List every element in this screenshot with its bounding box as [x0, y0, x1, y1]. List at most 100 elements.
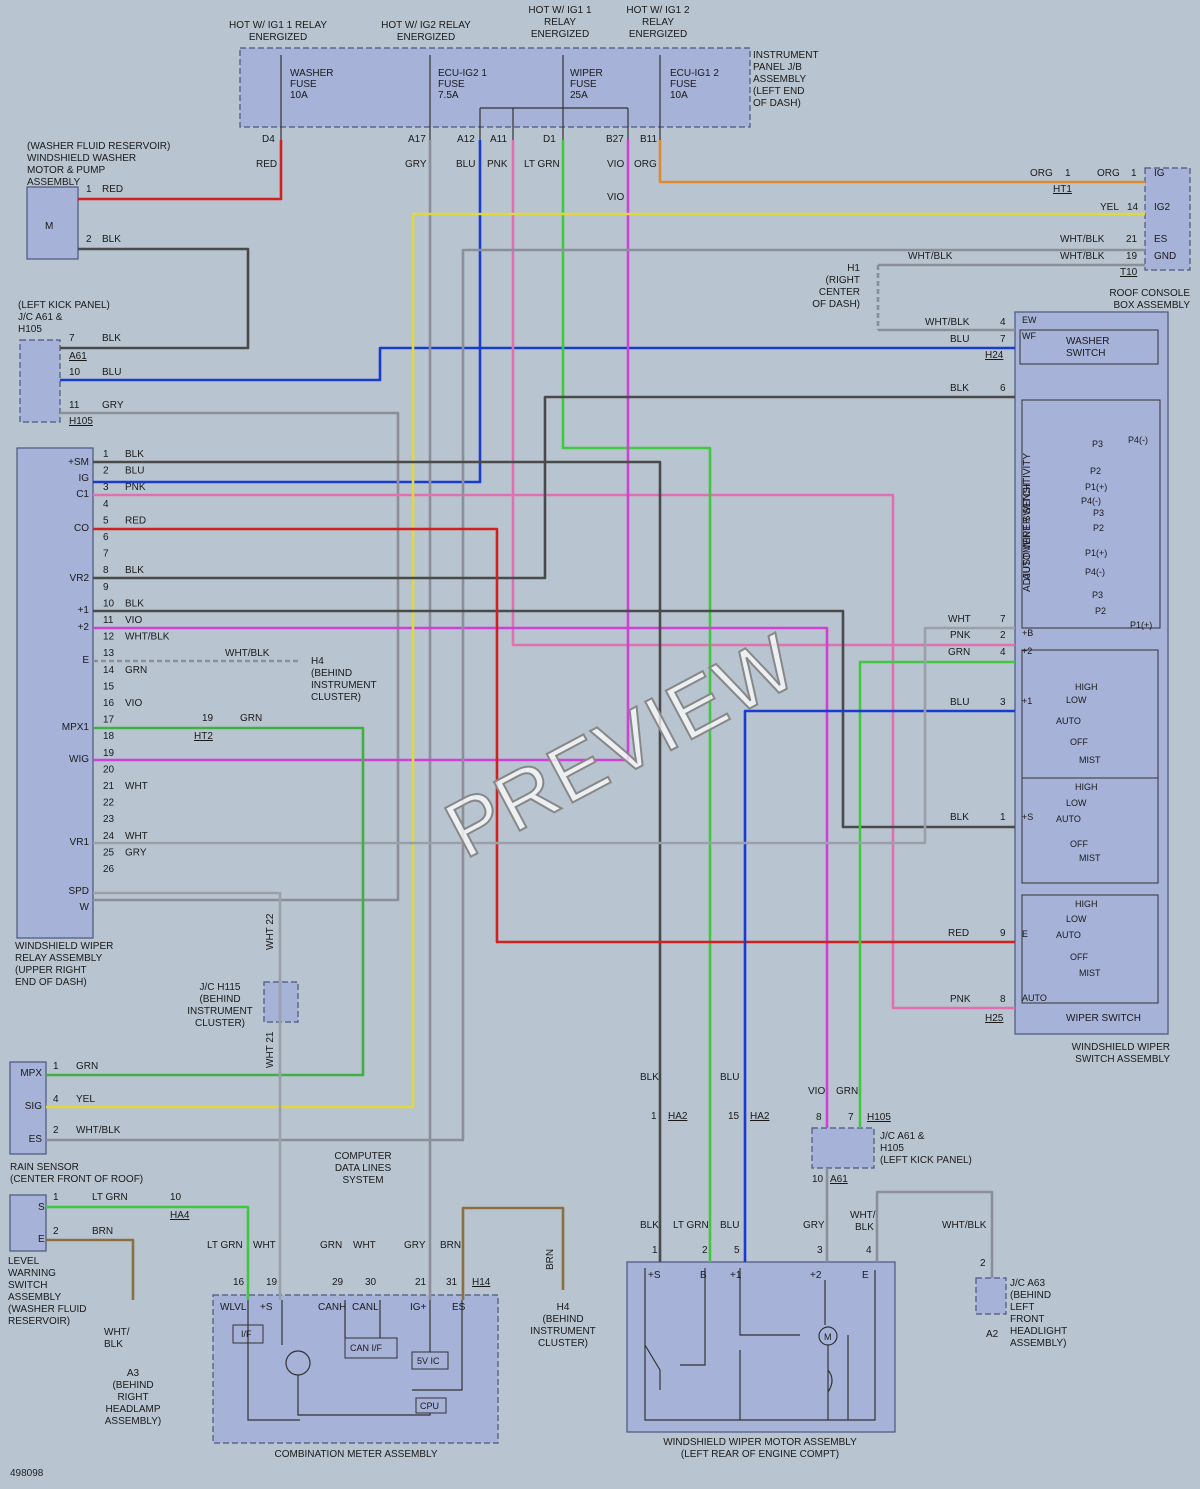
pin-number: 9	[103, 582, 109, 593]
pin-number: 1	[53, 1192, 59, 1203]
fuse-label: FUSE	[670, 79, 697, 90]
wire-color-label: GRN	[125, 665, 147, 676]
mode-label: HIGH	[1075, 782, 1098, 792]
wiper-relay-box	[16, 447, 94, 939]
pin-number: 21	[415, 1277, 427, 1288]
pin-number: 19	[266, 1277, 278, 1288]
wire-color-label: PNK	[950, 994, 971, 1005]
sensitivity-position-label: P2	[1095, 606, 1106, 616]
wire-color-label: PNK	[125, 482, 146, 493]
pin-number: 1	[651, 1111, 657, 1122]
mode-label: HIGH	[1075, 899, 1098, 909]
wire-color-label: VIO	[125, 615, 142, 626]
wire-color-label: RED	[948, 928, 969, 939]
wire-color-label: WHT/BLK	[225, 648, 270, 659]
jc-h115-label: INSTRUMENT	[187, 1006, 253, 1017]
ground-wire-label: BLK	[104, 1339, 123, 1350]
h1-label: CENTER	[819, 287, 860, 298]
switch-pin-name: E	[1022, 929, 1028, 939]
jc-h115-label: (BEHIND	[199, 994, 240, 1005]
h4-ground-label: H4	[557, 1302, 570, 1313]
motor-symbol-label: M	[824, 1332, 832, 1342]
wire-color-label: YEL	[1100, 202, 1119, 213]
wire-color-label: GRN	[76, 1061, 98, 1072]
wire-color-label: BLK	[125, 565, 144, 576]
sensitivity-position-label: P1(+)	[1085, 548, 1107, 558]
fuse-label: ECU-IG1 2	[670, 68, 719, 79]
pin-number: 26	[103, 864, 115, 875]
relay-label: HOT W/ IG1 1	[528, 5, 592, 16]
rain-sensor-label: RAIN SENSOR	[10, 1162, 79, 1173]
pin-number: 15	[728, 1111, 740, 1122]
pin-number: 7	[848, 1112, 854, 1123]
fuse-label: WIPER	[570, 68, 603, 79]
jc-a63-label: (BEHIND	[1010, 1290, 1051, 1301]
sensitivity-switch-frame	[1021, 399, 1161, 629]
jb-pin: A17	[408, 134, 426, 145]
fuse-label: FUSE	[290, 79, 317, 90]
mode-label: OFF	[1070, 737, 1088, 747]
level-pin: E	[38, 1234, 45, 1245]
mode-label: AUTO	[1056, 814, 1081, 824]
pin-number: 5	[103, 515, 109, 526]
doc-id: 498098	[10, 1468, 44, 1479]
sensitivity-position-label: P1(+)	[1085, 482, 1107, 492]
jb-label: PANEL J/B	[753, 62, 802, 73]
roof-pin-name: GND	[1154, 251, 1176, 262]
wire-color-label: RED	[125, 515, 146, 526]
connector-id: H105	[867, 1112, 891, 1123]
jb-label: INSTRUMENT	[753, 50, 819, 61]
pin-number: 7	[1000, 334, 1006, 345]
wire-color-label: WHT/	[850, 1210, 876, 1221]
relay-pin-name: SPD	[68, 886, 89, 897]
motor-pin-name: B	[700, 1270, 707, 1281]
mode-label: MIST	[1079, 755, 1101, 765]
wire-color-label: BLU	[950, 334, 969, 345]
pin-number: 4	[53, 1094, 59, 1105]
sensitivity-position-label: P1(+)	[1130, 620, 1152, 630]
wire-color-label: PNK	[950, 630, 971, 641]
switch-pin-name: +1	[1022, 696, 1032, 706]
pin-number: 3	[817, 1245, 823, 1256]
washer-motor-label: WINDSHIELD WASHER	[27, 153, 136, 164]
relay-label: HOT W/ IG1 2	[626, 5, 690, 16]
pin-number: 2	[702, 1245, 708, 1256]
motor-pin-name: +2	[810, 1270, 822, 1281]
pin-number: 16	[233, 1277, 245, 1288]
h4-label: INSTRUMENT	[311, 680, 377, 691]
wire-color-label: LT GRN	[207, 1240, 243, 1251]
pin-number: 12	[103, 632, 115, 643]
mode-label: OFF	[1070, 839, 1088, 849]
relay-label: RELAY	[642, 17, 674, 28]
level-switch-label: RESERVOIR)	[8, 1316, 70, 1327]
pin-number: 7	[1000, 614, 1006, 625]
wire-color-label: BLU	[456, 159, 475, 170]
connector-id: HA2	[750, 1111, 770, 1122]
motor-pin-name: +S	[648, 1270, 661, 1281]
pin-number: 30	[365, 1277, 377, 1288]
h1-label: (RIGHT	[826, 275, 860, 286]
pin-number: 3	[1000, 697, 1006, 708]
combination-meter-box	[212, 1294, 499, 1444]
connector-id: A61	[69, 351, 87, 362]
pin-number: 10	[69, 367, 81, 378]
wire-color-label: WHT/BLK	[1060, 234, 1105, 245]
fuse-symbols	[280, 55, 661, 140]
meter-pin-name: CANH	[318, 1302, 346, 1313]
pin-number: 14	[1127, 202, 1139, 213]
sensitivity-position-label: P4(-)	[1128, 435, 1148, 445]
wire-color-label: ORG	[634, 159, 657, 170]
mode-frame-3	[1021, 894, 1159, 1004]
wire-color-label: BLK	[950, 812, 969, 823]
mode-frame-2	[1021, 777, 1159, 884]
relay-label: ENERGIZED	[397, 32, 455, 43]
relay-pin-name: VR2	[70, 573, 90, 584]
wire-color-label: WHT	[948, 614, 971, 625]
wire-color-label: GRN	[836, 1086, 858, 1097]
jc-a63-label: FRONT	[1010, 1314, 1044, 1325]
pin-number: 14	[103, 665, 115, 676]
mode-label: AUTO	[1056, 930, 1081, 940]
connector-id: H105	[69, 416, 93, 427]
jc-a61-label: J/C A61 &	[880, 1131, 925, 1142]
roof-console-label: ROOF CONSOLE	[1109, 288, 1190, 299]
